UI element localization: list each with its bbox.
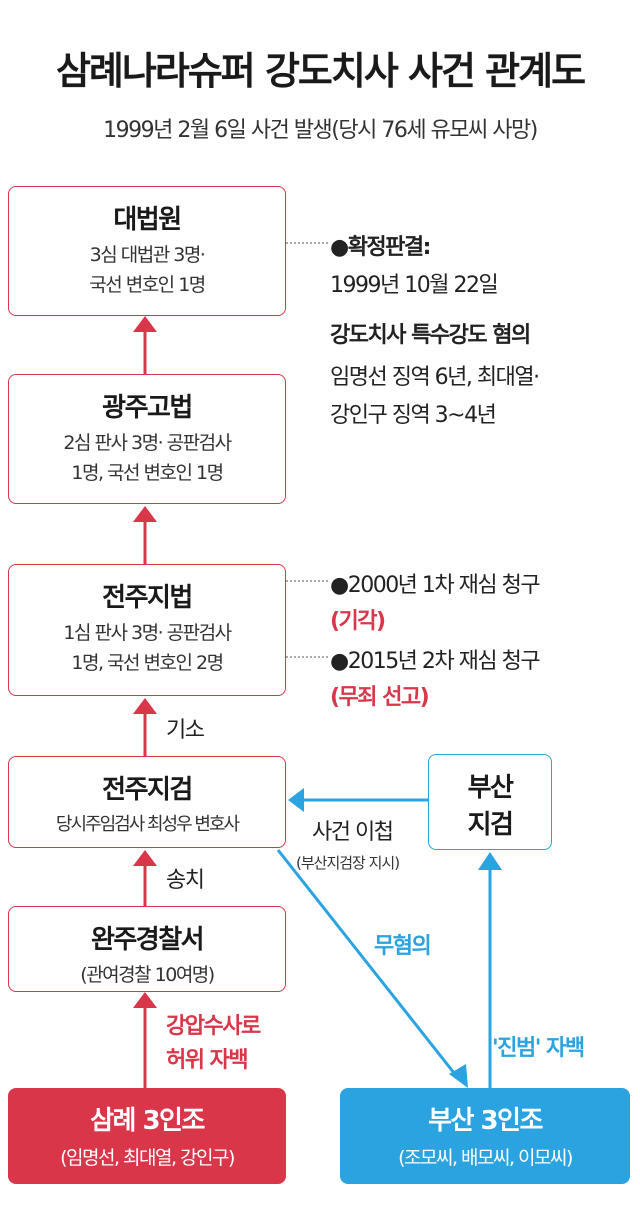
box-supreme-court: 대법원 3심 대법관 3명· 국선 변호인 1명: [8, 186, 286, 316]
edge-label-no-charge: 무혐의: [374, 934, 432, 959]
arrowhead-gwangju: [133, 506, 157, 522]
arrowhead-busan-prosecutor: [478, 852, 502, 870]
box-jeonju-district-court: 전주지법 1심 판사 3명· 공판검사 1명, 국선 변호인 2명: [8, 564, 286, 696]
box-title: 광주고법: [102, 393, 193, 423]
box-line: 1명, 국선 변호인 2명: [71, 652, 224, 674]
box-title: 부산 3인조: [428, 1106, 543, 1136]
edge-label-transfer: 사건 이첩: [312, 820, 394, 845]
box-title: 완주경찰서: [90, 925, 205, 955]
edge-label-indict: 기소: [166, 718, 205, 743]
note-final-sentence2: 강인구 징역 3~4년: [330, 403, 497, 428]
box-line: 1명, 국선 변호인 1명: [71, 462, 224, 484]
box-busan-prosecutor: 부산 지검: [428, 754, 552, 850]
arrowhead-supreme: [133, 316, 157, 332]
box-line: 3심 대법관 3명·: [89, 244, 206, 266]
box-title: 전주지법: [102, 583, 193, 613]
arrowhead-jeonju-prosecutor: [288, 788, 304, 812]
arrowhead-court: [133, 698, 157, 714]
box-title: 삼례 3인조: [90, 1106, 205, 1136]
box-title-line2: 지검: [467, 810, 514, 840]
note-retrial1-result: (기각): [330, 609, 386, 634]
edge-label-transfer-note: (부산지검장 지시): [296, 854, 400, 872]
box-busan-three: 부산 3인조 (조모씨, 배모씨, 이모씨): [340, 1088, 630, 1184]
arrowhead-busan-three: [449, 1064, 468, 1088]
box-jeonju-prosecutor: 전주지검 당시주임검사 최성우 변호사: [8, 756, 286, 848]
box-wanju-police: 완주경찰서 (관여경찰 10여명): [8, 906, 286, 992]
note-final-label: ●확정판결:: [330, 235, 431, 260]
edge-label-forced2: 허위 자백: [166, 1048, 249, 1073]
box-line: 2심 판사 3명· 공판검사: [63, 432, 232, 454]
box-line: 당시주임검사 최성우 변호사: [55, 814, 240, 835]
box-samrye-three: 삼례 3인조 (임명선, 최대열, 강인구): [8, 1088, 286, 1184]
arrowhead-prosecutor: [133, 850, 157, 866]
arrowhead-police: [133, 992, 157, 1008]
box-title: 전주지검: [102, 775, 193, 805]
box-line: (임명선, 최대열, 강인구): [60, 1147, 235, 1169]
box-line: (조모씨, 배모씨, 이모씨): [398, 1147, 573, 1169]
box-gwangju-high-court: 광주고법 2심 판사 3명· 공판검사 1명, 국선 변호인 1명: [8, 374, 286, 504]
arrow-no-charge: [276, 849, 460, 1079]
page-subtitle: 1999년 2월 6일 사건 발생(당시 76세 유모씨 사망): [103, 118, 538, 143]
note-retrial2: ●2015년 2차 재심 청구: [330, 649, 541, 674]
page-title: 삼례나라슈퍼 강도치사 사건 관계도: [55, 49, 586, 93]
edge-label-send: 송치: [166, 868, 205, 893]
edge-label-forced1: 강압수사로: [166, 1014, 261, 1039]
note-final-sentence1: 임명선 징역 6년, 최대열·: [330, 365, 540, 390]
box-title: 대법원: [113, 205, 182, 235]
note-final-date: 1999년 10월 22일: [330, 273, 499, 298]
note-final-charge: 강도치사 특수강도 혐의: [330, 323, 531, 348]
note-retrial2-result: (무죄 선고): [330, 685, 430, 710]
box-line: 1심 판사 3명· 공판검사: [63, 622, 232, 644]
box-title: 부산: [467, 773, 514, 803]
box-line: (관여경찰 10여명): [80, 964, 215, 986]
edge-label-confess: '진범' 자백: [492, 1036, 585, 1061]
box-line: 국선 변호인 1명: [89, 274, 206, 296]
note-retrial1: ●2000년 1차 재심 청구: [330, 573, 541, 598]
